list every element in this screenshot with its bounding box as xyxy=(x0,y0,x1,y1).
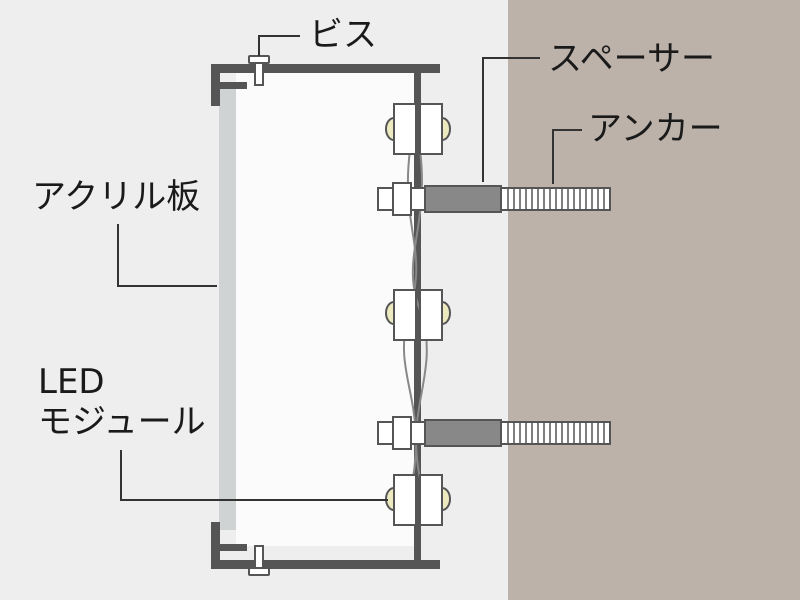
sign-interior xyxy=(236,72,414,546)
screw-bottom xyxy=(248,545,270,576)
label-spacer: スペーサー xyxy=(548,39,715,79)
label-led-module: LED モジュール xyxy=(38,362,206,442)
screw-top xyxy=(248,55,270,86)
anchor-bolt-1 xyxy=(377,182,611,216)
frame xyxy=(211,64,440,569)
leader-lines xyxy=(117,35,582,501)
anchor-bolt-2 xyxy=(377,416,611,450)
label-acrylic: アクリル板 xyxy=(32,177,201,217)
leader-spacer xyxy=(482,57,540,182)
label-led-line1: LED xyxy=(38,362,105,402)
led-module-3 xyxy=(385,474,451,526)
label-anchor: アンカー xyxy=(588,109,723,149)
leader-screw xyxy=(258,35,300,56)
led-module-1 xyxy=(385,103,451,155)
leader-led xyxy=(120,450,388,501)
leader-anchor xyxy=(552,129,582,184)
wall xyxy=(508,0,800,600)
acrylic-panel xyxy=(219,82,236,530)
led-module-2 xyxy=(385,289,451,341)
leader-acrylic xyxy=(117,224,217,287)
label-led-line2: モジュール xyxy=(38,402,206,442)
label-screw: ビス xyxy=(309,15,377,55)
